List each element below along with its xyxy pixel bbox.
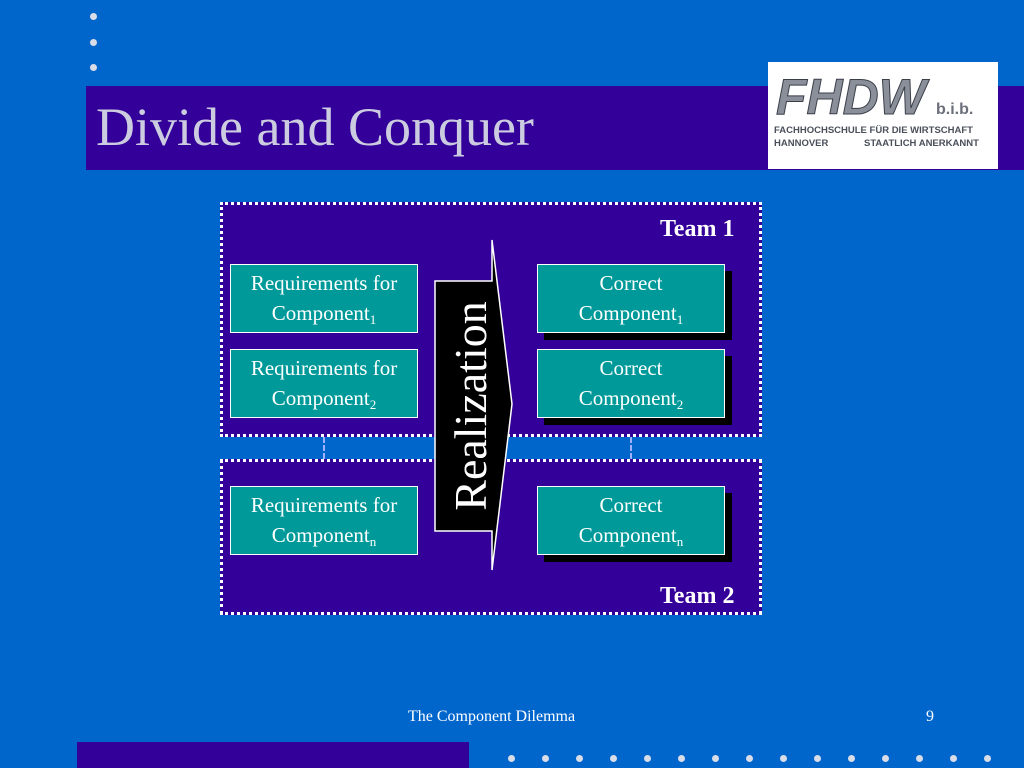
component-box-n: Correct Componentn [537,486,725,555]
decor-dot [950,755,957,762]
decor-dot [848,755,855,762]
fhdw-logo: FHDW b.i.b. FACHHOCHSCHULE FÜR DIE WIRTS… [768,62,998,169]
requirements-box-1-line1: Requirements for [250,271,398,295]
requirements-box-1-sub: 1 [369,312,377,327]
component-box-2-base: Component [578,386,677,410]
logo-suffix: b.i.b. [936,101,973,118]
component-box-2-line1: Correct [599,356,663,380]
requirements-box-n: Requirements for Componentn [230,486,418,555]
requirements-box-n-sub: n [369,534,377,549]
logo-line2-left: HANNOVER [774,138,829,149]
requirements-box-1-line2: Component1 [231,298,417,328]
bottom-band [77,742,469,768]
component-box-1-line1: Correct [599,271,663,295]
component-box-2-line2: Component2 [538,383,724,413]
requirements-box-1-base: Component [271,301,370,325]
fhdw-logo-graphic: FHDW b.i.b. FACHHOCHSCHULE FÜR DIE WIRTS… [768,62,998,169]
decor-dot [576,755,583,762]
decor-dot [678,755,685,762]
realization-arrow: Realization [434,239,513,571]
requirements-box-2: Requirements for Component2 [230,349,418,418]
component-box-n-sub: n [676,534,684,549]
component-box-1-sub: 1 [676,312,684,327]
decor-dot [90,64,97,71]
logo-line1: FACHHOCHSCHULE FÜR DIE WIRTSCHAFT [774,125,973,136]
team2-label: Team 2 [660,583,735,609]
decor-dot [90,13,97,20]
decor-dot [746,755,753,762]
component-box-2: Correct Component2 [537,349,725,418]
component-box-n-base: Component [578,523,677,547]
requirements-box-1: Requirements for Component1 [230,264,418,333]
requirements-box-n-line1: Requirements for [250,493,398,517]
decor-dot [610,755,617,762]
logo-line2-right: STAATLICH ANERKANNT [864,138,979,149]
slide-title: Divide and Conquer [96,97,534,157]
team1-label: Team 1 [660,216,735,242]
requirements-box-2-line1: Requirements for [250,356,398,380]
decor-dot [542,755,549,762]
component-box-1-base: Component [578,301,677,325]
decor-dot [814,755,821,762]
decor-dot [882,755,889,762]
decor-dot [508,755,515,762]
decor-dot [644,755,651,762]
component-box-1-line2: Component1 [538,298,724,328]
component-box-1: Correct Component1 [537,264,725,333]
decor-dot [916,755,923,762]
decor-dot [90,39,97,46]
decor-dot [712,755,719,762]
page-number: 9 [926,708,934,725]
decor-dot [780,755,787,762]
logo-brand: FHDW [776,69,930,125]
component-box-2-sub: 2 [676,397,684,412]
decor-dot [984,755,991,762]
requirements-box-n-line2: Componentn [231,520,417,550]
requirements-box-2-base: Component [271,386,370,410]
component-box-n-line2: Componentn [538,520,724,550]
realization-label: Realization [445,301,496,510]
footer-text: The Component Dilemma [408,708,576,725]
requirements-box-n-base: Component [271,523,370,547]
team-connector-right [630,437,632,459]
requirements-box-2-line2: Component2 [231,383,417,413]
team-connector-left [323,437,325,459]
requirements-box-2-sub: 2 [369,397,377,412]
component-box-n-line1: Correct [599,493,663,517]
